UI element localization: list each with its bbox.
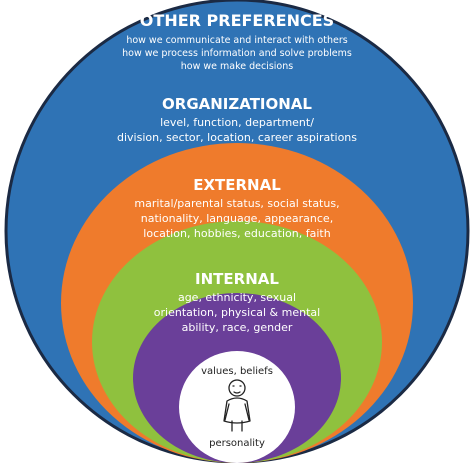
internal-line: orientation, physical & mental bbox=[154, 306, 320, 319]
internal-title: INTERNAL bbox=[195, 270, 279, 288]
core-bottom-label: personality bbox=[209, 438, 265, 449]
other-preferences-title: OTHER PREFERENCES bbox=[140, 11, 334, 30]
core-circle bbox=[179, 351, 295, 463]
internal-line: ability, race, gender bbox=[182, 321, 293, 334]
internal-line: age, ethnicity, sexual bbox=[178, 291, 296, 304]
external-title: EXTERNAL bbox=[193, 176, 281, 194]
organizational-title: ORGANIZATIONAL bbox=[162, 95, 312, 113]
external-line: marital/parental status, social status, bbox=[134, 197, 339, 210]
external-line: location, hobbies, education, faith bbox=[143, 227, 330, 240]
core-top-label: values, beliefs bbox=[201, 366, 273, 377]
external-line: nationality, language, appearance, bbox=[141, 212, 333, 225]
organizational-line: level, function, department/ bbox=[160, 116, 314, 129]
other-preferences-line: how we make decisions bbox=[181, 61, 294, 72]
person-icon bbox=[223, 379, 251, 432]
other-preferences-line: how we communicate and interact with oth… bbox=[126, 35, 347, 46]
organizational-line: division, sector, location, career aspir… bbox=[117, 131, 357, 144]
other-preferences-line: how we process information and solve pro… bbox=[122, 48, 352, 59]
